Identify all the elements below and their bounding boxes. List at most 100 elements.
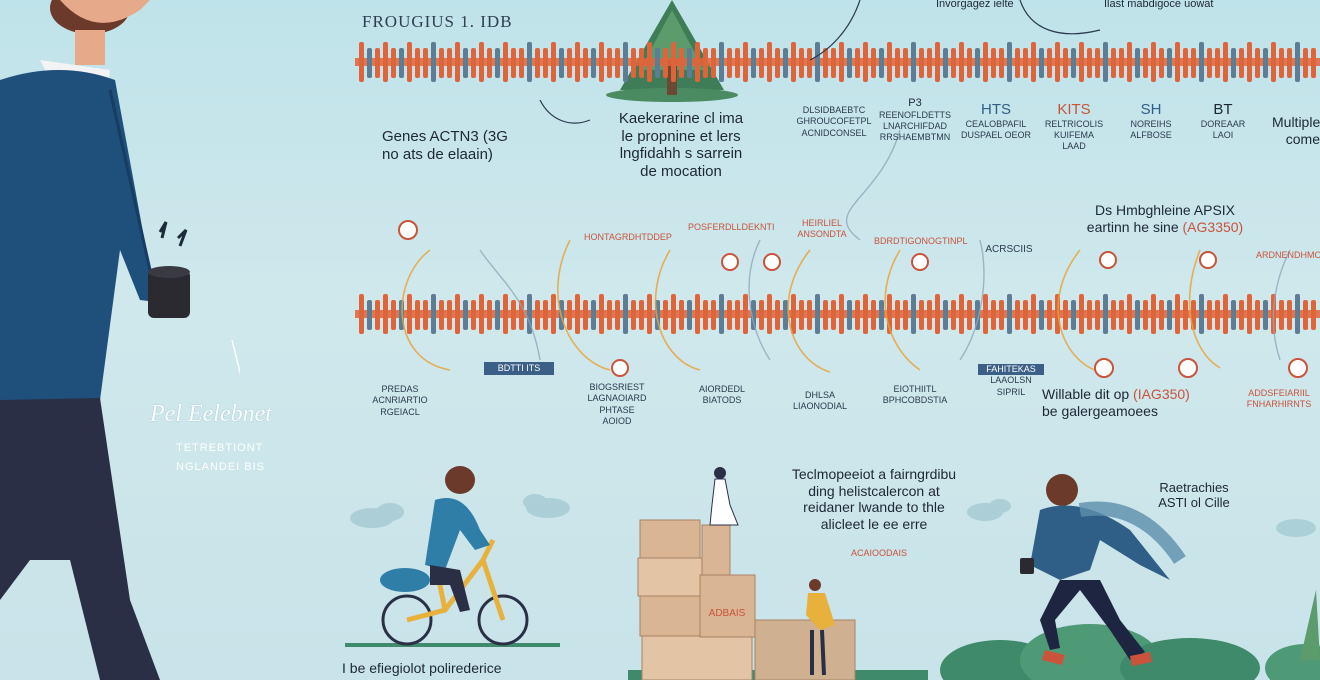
bottom-tag: FAHITEKAS LAAOLSN SIPRIL xyxy=(978,364,1044,398)
dna-base-pair xyxy=(375,48,380,78)
dna-base-pair xyxy=(647,42,652,82)
dna-base-pair xyxy=(1119,300,1124,330)
dna-base-pair xyxy=(1223,294,1228,334)
dna-base-pair xyxy=(1175,42,1180,82)
dna-base-pair xyxy=(1071,300,1076,330)
dna-base-pair xyxy=(895,300,900,330)
gene-tag-line: LNARCHIFDAD xyxy=(882,121,947,132)
dna-base-pair xyxy=(1167,300,1172,330)
dna-base-pair xyxy=(679,48,684,78)
dna-base-pair xyxy=(735,300,740,330)
gene-tag: P3 REENOFLDETTS LNARCHIFDAD RRSHAEMBTMN xyxy=(878,97,952,144)
bottom-tag-line: LAAOLSN xyxy=(990,375,1032,386)
dna-base-pair xyxy=(943,300,948,330)
dna-base-pair xyxy=(391,48,396,78)
dna-base-pair xyxy=(607,48,612,78)
dna-base-pair xyxy=(1263,300,1268,330)
gene-tag-line: ACNIDCONSEL xyxy=(801,127,867,138)
dna-base-pair xyxy=(767,42,772,82)
dna-base-pair xyxy=(463,300,468,330)
dna-base-pair xyxy=(783,48,788,78)
dna-base-pair xyxy=(1287,300,1292,330)
gene-tags-row: DLSIDBAEBTC GHROUCOFETPL ACNIDCONSEL P3 … xyxy=(796,97,1266,165)
gene-tag-line: RELTRICOLIS xyxy=(1044,118,1104,129)
dna-base-pair xyxy=(1303,300,1308,330)
dna-base-pair xyxy=(1007,42,1012,82)
bottom-tag-line: SIPRIL xyxy=(996,386,1026,397)
right-edge-label-line: Multiple xyxy=(1272,114,1320,130)
dna-base-pair xyxy=(1047,48,1052,78)
dna-base-pair xyxy=(839,294,844,334)
dna-base-pair xyxy=(695,294,700,334)
mid-right-label: Ds Hmbghleine APSIX eartinn he sine (AG3… xyxy=(1070,202,1260,235)
dna-base-pair xyxy=(623,42,628,82)
dna-base-pair xyxy=(407,294,412,334)
bottom-tag-line: LIAONODIAL xyxy=(792,401,848,412)
bottom-tag: DHLSA LIAONODIAL xyxy=(786,390,854,413)
bottom-tag-line: FAHITEKAS xyxy=(978,364,1044,376)
dna-base-pair xyxy=(1063,300,1068,330)
dna-base-pair xyxy=(911,42,916,82)
gene-tag: BT DOREAAR LAOI xyxy=(1200,101,1246,141)
dna-base-pair xyxy=(1095,300,1100,330)
dna-base-pair xyxy=(359,294,364,334)
gene-tag-line: LAOI xyxy=(1212,129,1234,140)
gene-tag-title: KITS xyxy=(1057,101,1091,118)
dna-base-pair xyxy=(703,300,708,330)
center-label-line: lngfidahh s sarrein xyxy=(619,145,743,163)
scene-right-line: ASTI ol Cille xyxy=(1158,495,1230,511)
scene-center-line: Teclmopeeiot a fairngrdibu xyxy=(791,466,957,482)
dna-base-pair xyxy=(511,48,516,78)
dna-base-pair xyxy=(1295,294,1300,334)
dna-base-pair xyxy=(591,48,596,78)
right-tag-line: ADDSFEIARIIL xyxy=(1248,388,1310,398)
dna-base-pair xyxy=(687,300,692,330)
mid-right-label-line: Ds Hmbghleine APSIX xyxy=(1094,202,1236,218)
mid-tag: ACRSCIIS xyxy=(985,244,1033,255)
dna-base-pair xyxy=(1079,42,1084,82)
dna-base-pair xyxy=(791,42,796,82)
dna-base-pair xyxy=(1279,48,1284,78)
dna-base-pair xyxy=(743,42,748,82)
dna-base-pair xyxy=(543,300,548,330)
dna-base-pair xyxy=(615,300,620,330)
steam-icon xyxy=(158,221,188,247)
dna-base-pair xyxy=(703,48,708,78)
gene-tag-line: NOREIHS xyxy=(1130,118,1172,129)
dna-base-pair xyxy=(647,294,652,334)
dna-base-pair xyxy=(823,48,828,78)
dna-base-pair xyxy=(1167,48,1172,78)
dna-base-pair xyxy=(583,300,588,330)
dna-base-pair xyxy=(487,48,492,78)
dna-base-pair xyxy=(1279,300,1284,330)
dna-base-pair xyxy=(471,48,476,78)
gene-tag-line: CEALOBPAFIL xyxy=(965,118,1027,129)
dna-base-pair xyxy=(943,48,948,78)
dna-base-pair xyxy=(503,42,508,82)
boxes-scene-illustration xyxy=(637,467,856,680)
bottom-caption: I be efiegiolot polirederice xyxy=(342,660,502,676)
dna-base-pair xyxy=(743,294,748,334)
dna-base-pair xyxy=(831,300,836,330)
dna-base-pair xyxy=(815,42,820,82)
dna-base-pair xyxy=(591,300,596,330)
gene-link-lines xyxy=(398,0,1308,378)
dna-base-pair xyxy=(615,48,620,78)
dna-base-pair xyxy=(887,42,892,82)
gene-tag-line: DOREAAR xyxy=(1200,118,1246,129)
dna-base-pair xyxy=(967,300,972,330)
dna-base-pair xyxy=(671,42,676,82)
dna-base-pair xyxy=(367,48,372,78)
dna-base-pair xyxy=(767,294,772,334)
gene-tag-title: SH xyxy=(1140,101,1162,118)
dna-base-pair xyxy=(727,48,732,78)
dna-base-pair xyxy=(439,48,444,78)
dna-base-pair xyxy=(975,48,980,78)
dna-base-pair xyxy=(823,300,828,330)
dna-base-pair xyxy=(775,48,780,78)
sub-label-line: TETREBTIONT xyxy=(176,442,264,454)
gene-label-line: Genes ACTN3 (3G xyxy=(382,128,508,145)
dna-base-pair xyxy=(1127,42,1132,82)
dna-base-pair xyxy=(759,48,764,78)
dna-base-pair xyxy=(799,48,804,78)
